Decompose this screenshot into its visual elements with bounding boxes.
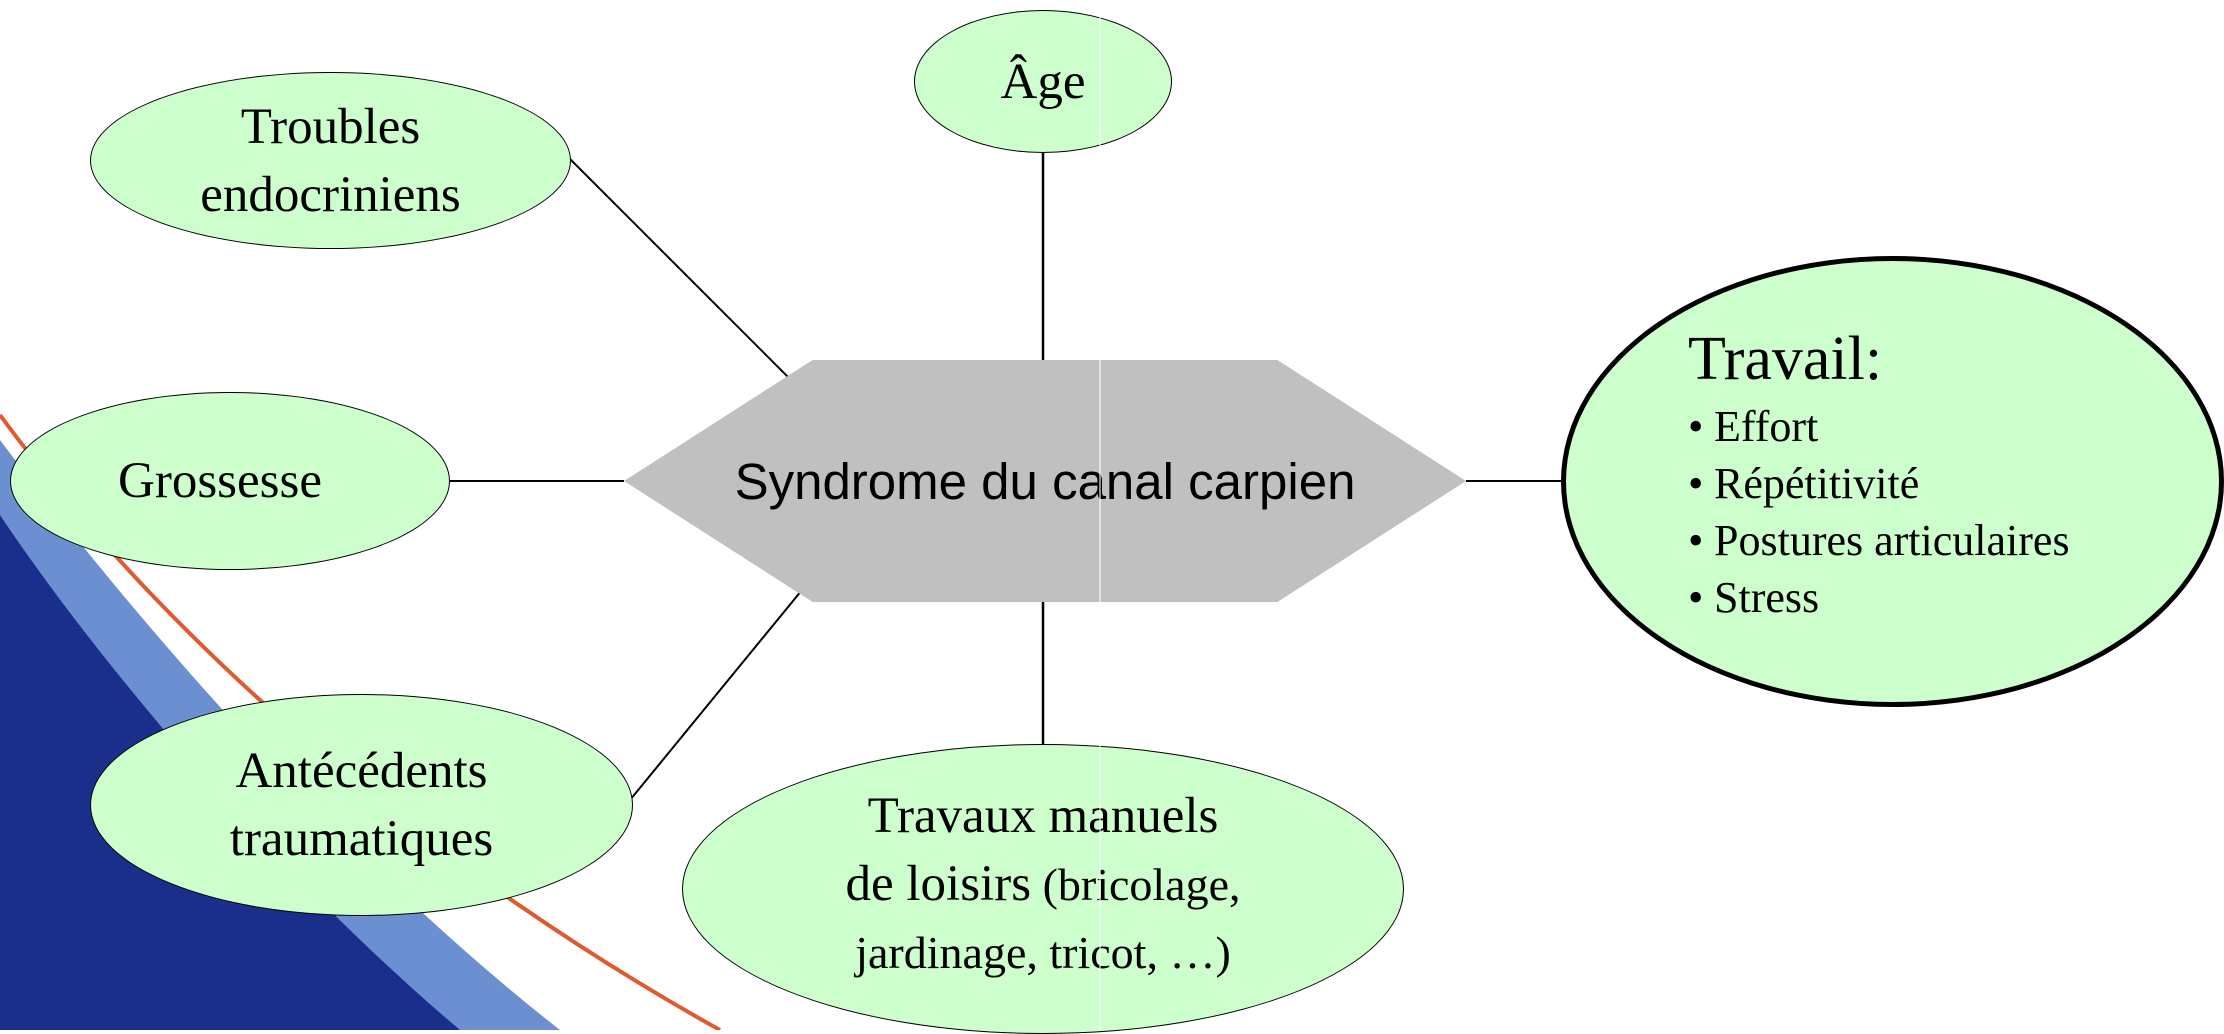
node-travail-title: Travail: [1688,324,1883,393]
node-antecedents-line2: traumatiques [229,811,494,867]
bullet-icon: • [1688,401,1704,451]
node-troubles-line1: Troubles [240,98,421,155]
travail-item: •Postures articulaires [1688,512,2070,569]
node-troubles-line2: endocriniens [200,166,461,223]
node-grossesse-label: Grossesse [118,453,322,509]
node-antecedents-line1: Antécédents [235,743,488,799]
travail-item: •Répétitivité [1688,455,2070,512]
node-travaux-line3: jardinage, tricot, …) [855,926,1231,978]
vertical-seam-line [1099,0,1101,1030]
background-dark-blue-wedge [0,515,460,1030]
travail-item-label: Répétitivité [1714,458,1920,508]
travail-item-label: Stress [1714,572,1820,622]
node-age-label: Âge [1000,53,1086,110]
node-grossesse: Grossesse [10,392,450,570]
node-age: Âge [914,10,1172,153]
travail-item-label: Postures articulaires [1714,515,2070,565]
node-troubles-endocriniens: Troubles endocriniens [90,72,571,249]
node-travaux-line2b: (bricolage, [1031,858,1241,910]
node-travail: Travail: •Effort •Répétitivité •Postures… [1561,256,2224,707]
center-label: Syndrome du canal carpien [734,452,1356,510]
node-travaux-manuels: Travaux manuels de loisirs (bricolage, j… [682,744,1404,1034]
node-travaux-line1: Travaux manuels [867,787,1219,844]
node-travaux-line2a: de loisirs [845,855,1032,912]
bullet-icon: • [1688,458,1704,508]
travail-item-label: Effort [1714,401,1819,451]
center-hexagon: Syndrome du canal carpien [624,360,1466,602]
bullet-icon: • [1688,572,1704,622]
node-antecedents-traumatiques: Antécédents traumatiques [90,694,633,916]
connector-antecedents [629,567,821,801]
connector-troubles [568,157,809,398]
bullet-icon: • [1688,515,1704,565]
travail-item: •Effort [1688,398,2070,455]
travail-item: •Stress [1688,569,2070,626]
